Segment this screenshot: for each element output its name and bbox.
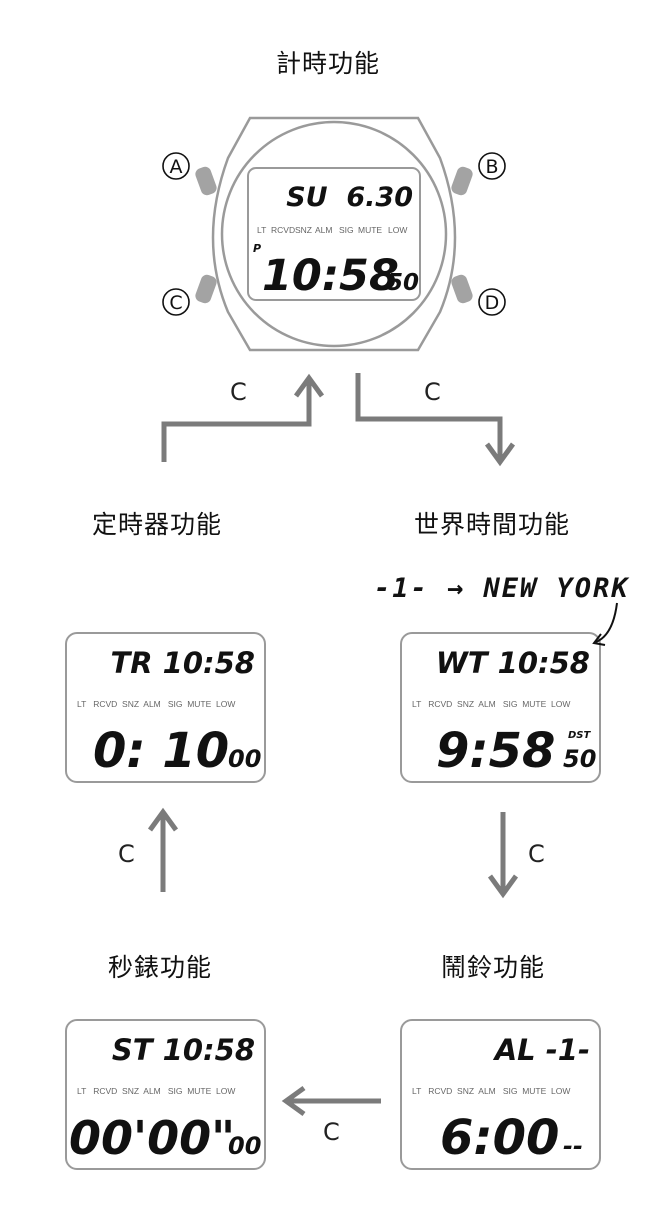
stopwatch-lcd: ST 10:58 LT RCVD SNZ ALM SIG MUTE LOW 00…	[65, 1019, 266, 1170]
world-time-top-row: WT 10:58	[436, 646, 590, 680]
arrow-timekeeping-to-world-head	[484, 442, 516, 467]
world-time-city-note: -1- → NEW YORK	[374, 573, 630, 604]
pusher-a[interactable]	[194, 165, 219, 197]
arrow-timer-to-timekeeping	[161, 380, 312, 462]
world-time-main: 9:58	[436, 723, 555, 779]
timer-seconds: 00	[228, 745, 261, 773]
timer-main: 0: 10	[93, 723, 229, 779]
button-c-label: C	[169, 292, 182, 314]
arrow-timekeeping-to-world	[355, 373, 503, 460]
timekeeping-seconds: 50	[387, 270, 419, 296]
pusher-b[interactable]	[450, 165, 475, 197]
alarm-lcd: AL -1- LT RCVD SNZ ALM SIG MUTE LOW 6:00…	[400, 1019, 601, 1170]
alarm-title: 鬧鈴功能	[441, 953, 546, 982]
watch-diagram: A B C D SU 6.30 LT RCVD SNZ ALM SIG MUTE…	[162, 116, 506, 352]
indicator-lt: LT	[257, 225, 266, 235]
timer-indicators: LT RCVD SNZ ALM SIG MUTE LOW	[77, 699, 235, 709]
alarm-main: 6:00	[440, 1110, 559, 1166]
indicator-sig: SIG	[339, 225, 354, 235]
timekeeping-title: 計時功能	[276, 49, 381, 78]
timekeeping-main: 10:58	[262, 251, 399, 301]
city-pointer-arrow	[595, 602, 618, 643]
button-a-label: A	[170, 156, 183, 178]
stopwatch-main: 00'00"	[69, 1111, 235, 1165]
timekeeping-pm: P	[253, 242, 261, 255]
world-time-title: 世界時間功能	[414, 510, 571, 539]
stopwatch-indicators: LT RCVD SNZ ALM SIG MUTE LOW	[77, 1086, 235, 1096]
stopwatch-title: 秒錶功能	[108, 953, 213, 982]
pusher-c[interactable]	[194, 273, 219, 305]
button-b-marker	[478, 152, 506, 180]
label-c-timekeeping-to-world: C	[424, 378, 441, 406]
label-c-alarm-to-stopwatch: C	[323, 1118, 340, 1146]
pusher-d[interactable]	[450, 273, 475, 305]
indicator-rcvd: RCVD	[271, 225, 295, 235]
world-time-lcd: WT 10:58 LT RCVD SNZ ALM SIG MUTE LOW 9:…	[400, 632, 601, 783]
watch-bezel	[220, 120, 448, 348]
city-pointer-arrow-head	[592, 633, 606, 646]
arrow-alarm-to-stopwatch-head	[281, 1085, 306, 1117]
arrow-world-to-alarm-head	[487, 874, 519, 899]
indicator-alm: ALM	[315, 225, 332, 235]
indicator-mute: MUTE	[358, 225, 382, 235]
timer-top-row: TR 10:58	[110, 646, 255, 680]
watch-case	[211, 116, 457, 352]
arrow-stopwatch-to-timer-head	[147, 807, 179, 832]
timer-lcd: TR 10:58 LT RCVD SNZ ALM SIG MUTE LOW 0:…	[65, 632, 266, 783]
world-time-indicators: LT RCVD SNZ ALM SIG MUTE LOW	[412, 699, 570, 709]
label-c-timer-to-timekeeping: C	[230, 378, 247, 406]
world-time-dst: DST	[568, 730, 592, 741]
arrow-timer-to-timekeeping-head	[293, 373, 325, 398]
alarm-top-row: AL -1-	[493, 1033, 590, 1067]
alarm-seconds: --	[563, 1132, 583, 1160]
button-d-label: D	[485, 292, 500, 314]
timekeeping-lcd	[247, 167, 421, 301]
label-c-world-to-alarm: C	[528, 840, 545, 868]
button-b-label: B	[485, 156, 498, 178]
timer-title: 定時器功能	[92, 510, 223, 539]
button-d-marker	[478, 288, 506, 316]
alarm-indicators: LT RCVD SNZ ALM SIG MUTE LOW	[412, 1086, 570, 1096]
indicator-low: LOW	[388, 225, 407, 235]
timekeeping-top-row: SU 6.30	[286, 182, 413, 213]
label-c-stopwatch-to-timer: C	[118, 840, 135, 868]
stopwatch-top-row: ST 10:58	[112, 1033, 255, 1067]
world-time-seconds: 50	[563, 745, 596, 773]
indicator-snz: SNZ	[295, 225, 312, 235]
button-a-marker	[162, 152, 190, 180]
stopwatch-seconds: 00	[228, 1132, 261, 1160]
button-c-marker	[162, 288, 190, 316]
